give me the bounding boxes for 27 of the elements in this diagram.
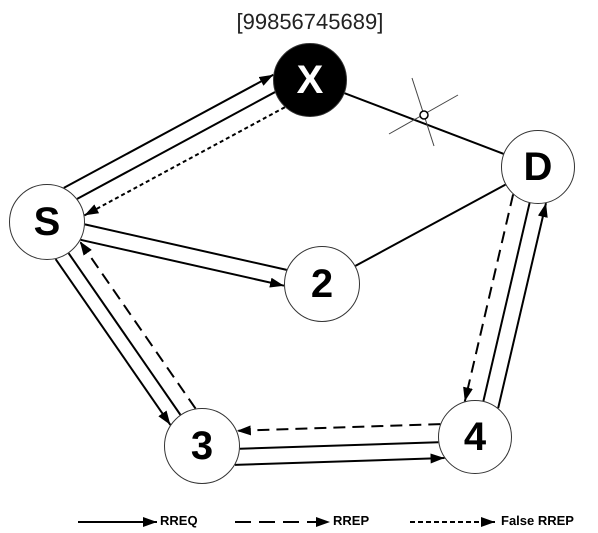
legend-label: RREQ — [160, 513, 198, 528]
legend-label: False RREP — [501, 513, 574, 528]
link-line — [76, 91, 276, 200]
link-line — [84, 223, 287, 271]
arrow — [78, 240, 196, 410]
node-label: X — [296, 60, 324, 100]
link-line — [344, 92, 504, 155]
link-line — [68, 252, 182, 416]
node-label: S — [34, 202, 60, 242]
node-label: D — [524, 147, 552, 187]
node-circle — [9, 184, 85, 260]
node-label: 2 — [310, 264, 334, 304]
link-line — [240, 441, 438, 450]
arrow — [80, 238, 284, 288]
node-label: 3 — [190, 426, 214, 466]
arrow — [463, 194, 514, 402]
arrow — [236, 423, 440, 436]
link-line — [354, 184, 506, 267]
link-line — [482, 202, 531, 402]
arrow — [497, 202, 548, 408]
arrow — [63, 74, 274, 189]
arrow — [54, 258, 172, 426]
arrow — [84, 106, 286, 216]
legend-label: RREP — [333, 513, 370, 528]
node-caption: [99856745689] — [236, 9, 384, 35]
arrow — [234, 453, 445, 466]
node-label: 4 — [464, 417, 486, 457]
